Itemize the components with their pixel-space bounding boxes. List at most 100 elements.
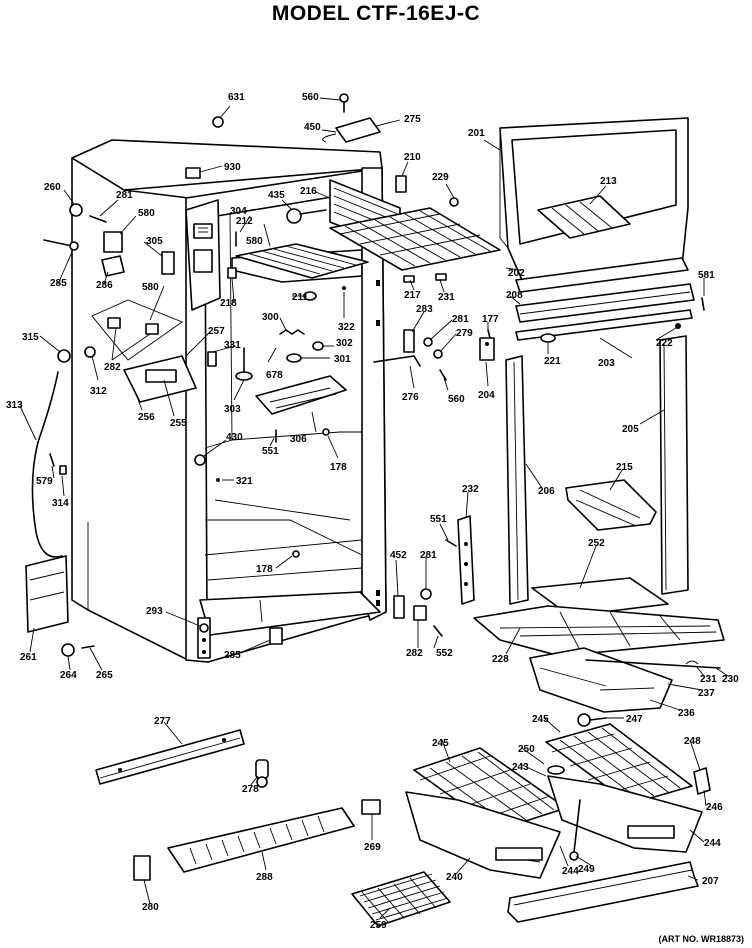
part-label-280: 280 bbox=[142, 902, 159, 913]
part-label-178: 178 bbox=[330, 462, 347, 473]
part-label-217: 217 bbox=[404, 290, 421, 301]
part-label-231: 231 bbox=[438, 292, 455, 303]
part-label-269: 269 bbox=[364, 842, 381, 853]
part-label-430: 430 bbox=[226, 432, 243, 443]
part-label-205: 205 bbox=[622, 424, 639, 435]
part-label-212: 212 bbox=[236, 216, 253, 227]
part-label-230: 230 bbox=[722, 674, 739, 685]
part-label-206: 206 bbox=[538, 486, 555, 497]
part-label-244: 244 bbox=[704, 838, 721, 849]
part-label-177: 177 bbox=[482, 314, 499, 325]
part-label-228: 228 bbox=[492, 654, 509, 665]
part-label-551: 551 bbox=[430, 514, 447, 525]
part-label-281: 281 bbox=[420, 550, 437, 561]
part-label-222: 222 bbox=[656, 338, 673, 349]
diagram-title: MODEL CTF-16EJ-C bbox=[271, 2, 481, 25]
part-label-551: 551 bbox=[262, 446, 279, 457]
part-label-552: 552 bbox=[436, 648, 453, 659]
lower-parts bbox=[25, 371, 451, 927]
part-label-277: 277 bbox=[154, 716, 171, 727]
part-label-255: 255 bbox=[170, 418, 187, 429]
part-label-245: 245 bbox=[432, 738, 449, 749]
part-label-314: 314 bbox=[52, 498, 69, 509]
part-label-265: 265 bbox=[96, 670, 113, 681]
part-label-281: 281 bbox=[116, 190, 133, 201]
part-label-278: 278 bbox=[242, 784, 259, 795]
part-label-210: 210 bbox=[404, 152, 421, 163]
small-parts bbox=[43, 93, 565, 775]
part-label-275: 275 bbox=[404, 114, 421, 125]
part-label-581: 581 bbox=[698, 270, 715, 281]
freezer-door bbox=[499, 117, 695, 341]
part-label-246: 246 bbox=[706, 802, 723, 813]
part-label-276: 276 bbox=[402, 392, 419, 403]
part-label-631: 631 bbox=[228, 92, 245, 103]
part-label-281: 281 bbox=[452, 314, 469, 325]
part-label-303: 303 bbox=[224, 404, 241, 415]
crisper-assembly bbox=[405, 577, 725, 879]
part-label-331: 331 bbox=[224, 340, 241, 351]
part-label-279: 279 bbox=[456, 328, 473, 339]
part-label-321: 321 bbox=[236, 476, 253, 487]
part-label-313: 313 bbox=[6, 400, 23, 411]
part-label-300: 300 bbox=[262, 312, 279, 323]
fresh-food-door-parts bbox=[479, 297, 705, 923]
part-label-678: 678 bbox=[266, 370, 283, 381]
part-label-208: 208 bbox=[506, 290, 523, 301]
part-label-435: 435 bbox=[268, 190, 285, 201]
part-label-213: 213 bbox=[600, 176, 617, 187]
part-label-560: 560 bbox=[302, 92, 319, 103]
part-label-250: 250 bbox=[518, 744, 535, 755]
part-label-452: 452 bbox=[390, 550, 407, 561]
part-label-312: 312 bbox=[90, 386, 107, 397]
part-label-229: 229 bbox=[432, 172, 449, 183]
part-label-236: 236 bbox=[678, 708, 695, 719]
part-label-579: 579 bbox=[36, 476, 53, 487]
part-label-264: 264 bbox=[60, 670, 77, 681]
part-label-240: 240 bbox=[446, 872, 463, 883]
part-label-245: 245 bbox=[532, 714, 549, 725]
part-label-215: 215 bbox=[616, 462, 633, 473]
part-label-580: 580 bbox=[142, 282, 159, 293]
part-label-560: 560 bbox=[448, 394, 465, 405]
part-label-218: 218 bbox=[220, 298, 237, 309]
part-label-286: 286 bbox=[96, 280, 113, 291]
part-label-257: 257 bbox=[208, 326, 225, 337]
part-label-249: 249 bbox=[578, 864, 595, 875]
part-label-243: 243 bbox=[512, 762, 529, 773]
cabinet-shell bbox=[71, 139, 387, 663]
part-label-252: 252 bbox=[588, 538, 605, 549]
part-label-580: 580 bbox=[138, 208, 155, 219]
part-label-288: 288 bbox=[256, 872, 273, 883]
part-label-178: 178 bbox=[256, 564, 273, 575]
part-label-203: 203 bbox=[598, 358, 615, 369]
part-label-244: 244 bbox=[562, 866, 579, 877]
part-label-293: 293 bbox=[146, 606, 163, 617]
part-label-285: 285 bbox=[50, 278, 67, 289]
part-label-306: 306 bbox=[290, 434, 307, 445]
part-label-211: 211 bbox=[292, 292, 309, 303]
art-number: (ART NO. WR18873) bbox=[658, 934, 744, 944]
freezer-shelves bbox=[235, 179, 501, 283]
part-label-260: 260 bbox=[44, 182, 61, 193]
part-label-282: 282 bbox=[104, 362, 121, 373]
part-label-216: 216 bbox=[300, 186, 317, 197]
part-label-322: 322 bbox=[338, 322, 355, 333]
part-label-207: 207 bbox=[702, 876, 719, 887]
part-label-282: 282 bbox=[406, 648, 423, 659]
part-label-201: 201 bbox=[468, 128, 485, 139]
part-label-304: 304 bbox=[230, 206, 247, 217]
part-label-248: 248 bbox=[684, 736, 701, 747]
part-label-302: 302 bbox=[336, 338, 353, 349]
part-label-315: 315 bbox=[22, 332, 39, 343]
part-label-580: 580 bbox=[246, 236, 263, 247]
part-label-247: 247 bbox=[626, 714, 643, 725]
part-label-261: 261 bbox=[20, 652, 37, 663]
part-label-256: 256 bbox=[138, 412, 155, 423]
part-label-204: 204 bbox=[478, 390, 495, 401]
part-label-930: 930 bbox=[224, 162, 241, 173]
part-label-285: 285 bbox=[224, 650, 241, 661]
